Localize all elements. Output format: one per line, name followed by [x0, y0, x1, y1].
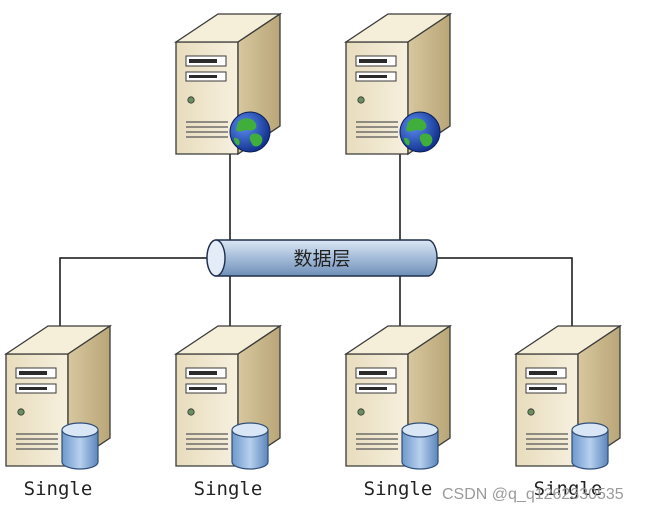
web-server-1 [175, 13, 281, 155]
globe-icon [399, 111, 441, 153]
db-server-3 [345, 325, 451, 470]
database-icon [231, 422, 269, 470]
globe-icon [229, 111, 271, 153]
database-icon [401, 422, 439, 470]
db-server-4 [515, 325, 621, 470]
db-server-4-label: Single [533, 478, 603, 500]
data-layer-bus: 数据层 [206, 239, 438, 277]
db-server-1-label: Single [23, 478, 93, 500]
bus-label: 数据层 [293, 248, 350, 270]
db-server-2-label: Single [193, 478, 263, 500]
db-server-1 [5, 325, 111, 470]
db-server-2 [175, 325, 281, 470]
database-icon [61, 422, 99, 470]
watermark: CSDN @q_q1262330535 [442, 486, 624, 503]
web-server-2 [345, 13, 451, 155]
db-server-3-label: Single [363, 478, 433, 500]
database-icon [571, 422, 609, 470]
